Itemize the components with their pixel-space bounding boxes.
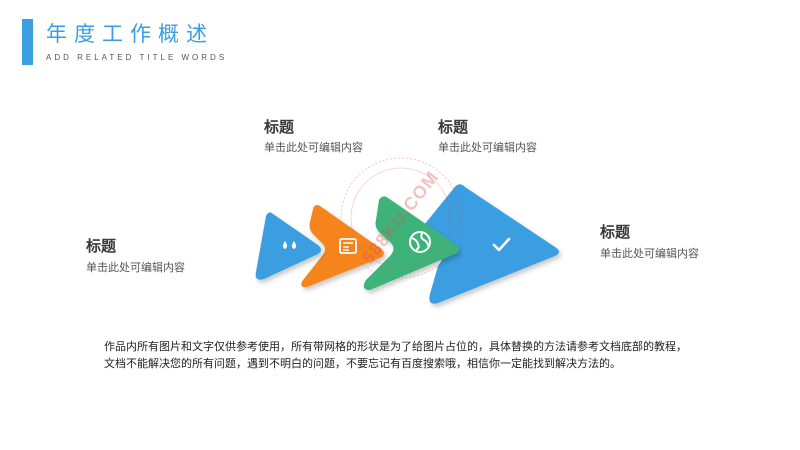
page-subtitle: ADD RELATED TITLE WORDS <box>46 53 228 62</box>
arrow-4[interactable] <box>421 184 559 304</box>
item-2-desc[interactable]: 单击此处可编辑内容 <box>264 141 363 154</box>
item-4-title[interactable]: 标题 <box>600 223 631 241</box>
arrow-2[interactable] <box>301 205 384 288</box>
item-4-desc[interactable]: 单击此处可编辑内容 <box>600 247 699 260</box>
checkmark-icon <box>492 237 511 252</box>
item-3-title[interactable]: 标题 <box>438 118 469 136</box>
item-2-title[interactable]: 标题 <box>264 118 295 136</box>
arrow-2-shape <box>301 205 384 288</box>
item-3-desc[interactable]: 单击此处可编辑内容 <box>438 141 537 154</box>
arrow-1-shape <box>255 212 321 280</box>
globe-icon <box>409 231 431 253</box>
arrow-3-shape <box>363 196 459 290</box>
header-accent-bar <box>22 19 33 65</box>
newspaper-icon <box>339 238 357 254</box>
arrow-diagram <box>255 184 559 304</box>
item-1-title[interactable]: 标题 <box>86 237 117 255</box>
arrow-4-shape <box>421 184 559 304</box>
arrow-3[interactable] <box>363 196 459 290</box>
arrow-1[interactable] <box>255 212 321 280</box>
item-1-desc[interactable]: 单击此处可编辑内容 <box>86 261 185 274</box>
footnote-line-2: 文档不能解决您的所有问题，遇到不明白的问题，不要忘记有百度搜索哦，相信你一定能找… <box>104 357 621 370</box>
page-title: 年度工作概述 <box>46 22 214 46</box>
water-drops-icon <box>283 241 296 249</box>
footnote: 作品内所有图片和文字仅供参考使用，所有带网格的形状是为了给图片占位的，具体替换的… <box>104 338 764 372</box>
footnote-line-1: 作品内所有图片和文字仅供参考使用，所有带网格的形状是为了给图片占位的，具体替换的… <box>104 340 687 353</box>
watermark-stamp: 588KU.COM <box>340 157 462 279</box>
watermark-text: 588KU.COM <box>358 167 443 268</box>
